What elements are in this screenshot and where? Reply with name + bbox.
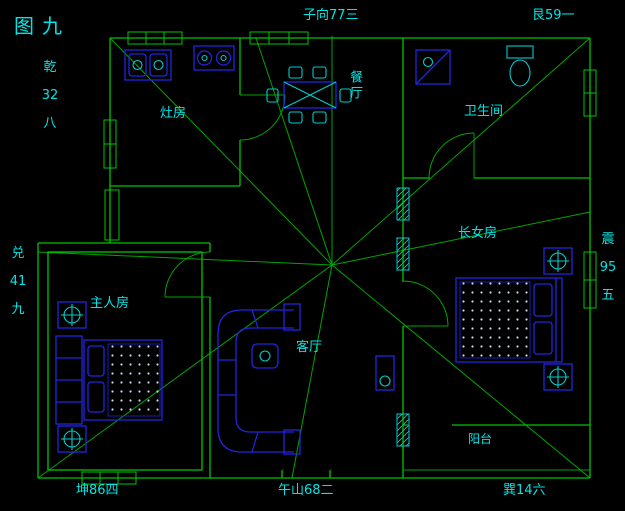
stove-icon — [193, 45, 235, 71]
window-icon — [127, 31, 183, 45]
window-icon — [583, 69, 597, 117]
nightstand — [543, 247, 573, 275]
chair-icon — [266, 88, 279, 103]
bed-icon — [83, 339, 163, 421]
nightstand — [57, 425, 87, 453]
sector-lines — [37, 36, 591, 479]
room-label-kitchen: 灶房 — [160, 106, 187, 121]
windows — [81, 31, 597, 485]
chair-icon — [312, 111, 327, 124]
compass-char: 兑 — [11, 246, 25, 261]
room-label-eldest-daughter-room: 长女房 — [458, 226, 498, 241]
dining-table-icon — [283, 81, 337, 109]
compass-number: 41 — [9, 274, 27, 289]
sofa-icon — [217, 303, 301, 455]
compass-label-bottom-center: 午山68二 — [278, 483, 334, 498]
room-label-balcony: 阳台 — [468, 432, 493, 446]
compass-char: 五 — [601, 288, 615, 303]
window-icon — [583, 251, 597, 309]
window-icon — [249, 31, 309, 45]
chair-icon — [288, 66, 303, 79]
ceiling-lamp-icon — [61, 428, 83, 450]
compass-label-top-center: 子向77三 — [303, 8, 359, 23]
nightstand — [57, 301, 87, 329]
wardrobe-icon — [55, 335, 83, 425]
compass-char: 八 — [43, 116, 57, 131]
compass-label-left-top: 乾 32 八 — [36, 54, 64, 138]
door-arc-icon — [428, 132, 475, 179]
ceiling-lamp-icon — [547, 366, 569, 388]
room-label-dining: 餐厅 — [347, 70, 362, 102]
compass-label-bottom-right: 巽14六 — [503, 483, 546, 498]
door-arcs — [164, 94, 475, 327]
ceiling-lamp-icon — [61, 304, 83, 326]
figure-title: 图九 — [14, 14, 70, 38]
window-icon — [81, 471, 137, 485]
hatch-icon — [104, 187, 410, 447]
compass-label-top-right: 艮59一 — [532, 8, 575, 23]
shower-icon — [415, 49, 451, 85]
room-label-bathroom: 卫生间 — [464, 104, 504, 119]
door-arc-icon — [164, 251, 211, 298]
compass-label-right-middle: 震 95 五 — [594, 226, 622, 310]
ceiling-lamp-icon — [547, 250, 569, 272]
compass-label-bottom-left: 坤86四 — [76, 483, 119, 498]
compass-char: 震 — [601, 232, 615, 247]
walls — [37, 37, 591, 479]
chair-icon — [288, 111, 303, 124]
chair-icon — [312, 66, 327, 79]
door-arc-icon — [402, 280, 449, 327]
compass-char: 九 — [11, 302, 25, 317]
appliance-icon — [375, 355, 395, 391]
bed-icon — [455, 277, 563, 363]
compass-number: 95 — [599, 260, 617, 275]
door-arc-icon — [239, 94, 286, 141]
chair-icon — [339, 88, 352, 103]
dining-set — [266, 66, 352, 124]
compass-char: 乾 — [43, 60, 57, 75]
toilet-icon — [506, 45, 534, 87]
compass-label-left-bottom: 兑 41 九 — [4, 240, 32, 324]
sink-icon — [124, 49, 172, 81]
nightstand — [543, 363, 573, 391]
room-label-living-room: 客厅 — [296, 340, 323, 355]
window-icon — [103, 119, 117, 169]
compass-number: 32 — [41, 88, 59, 103]
room-label-master-bedroom: 主人房 — [90, 296, 130, 311]
